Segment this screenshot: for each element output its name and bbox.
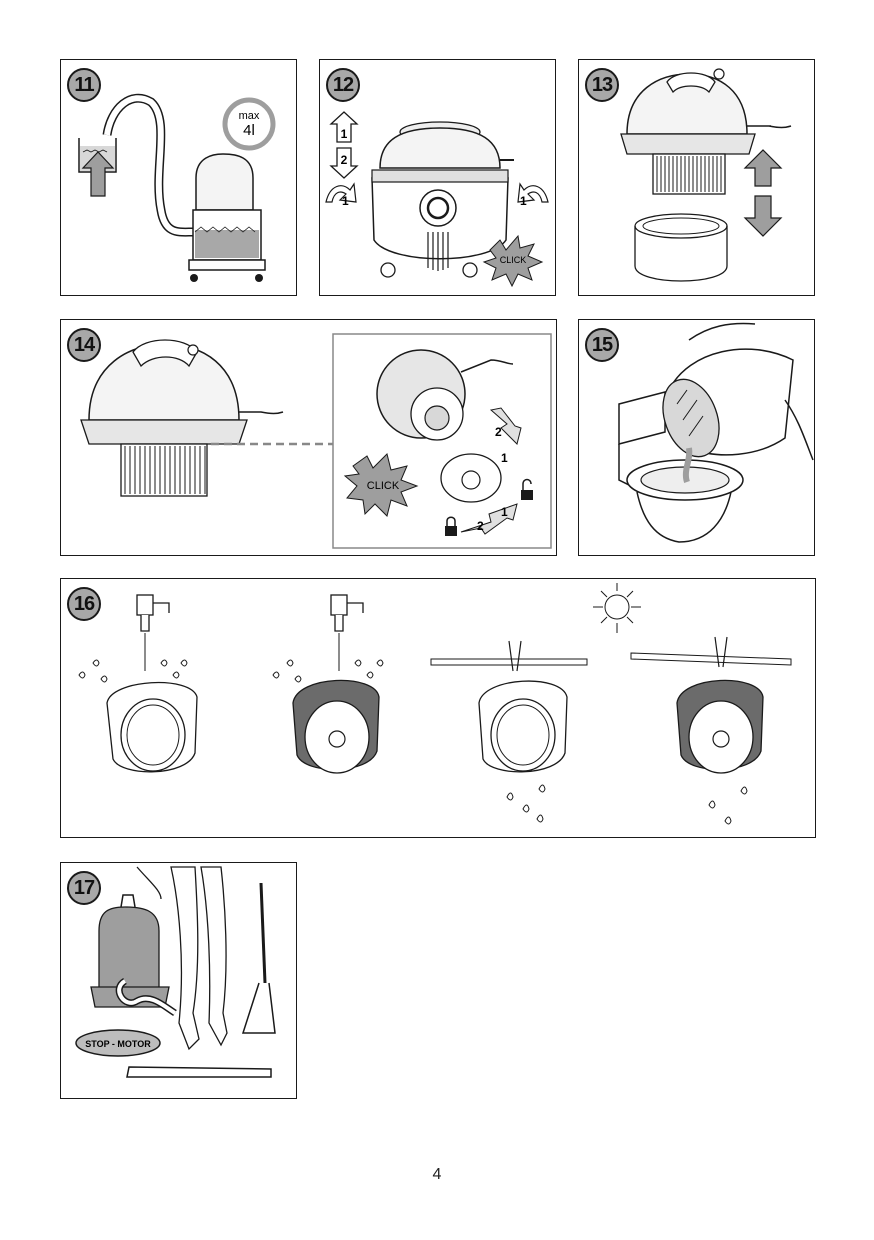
step-13-illustration xyxy=(620,68,792,282)
step-12-panel: 12 1 2 1 1 CLICK xyxy=(319,59,556,296)
step-17-illustration: STOP - MOTOR xyxy=(75,866,276,1078)
right-clip-label: 1 xyxy=(520,194,527,208)
step-14-panel: 14 2 1 1 2 CLICK xyxy=(60,319,557,556)
water-tap-icon xyxy=(330,594,364,671)
volume-label: 4l xyxy=(243,122,255,139)
step-number-badge: 14 xyxy=(67,328,101,362)
left-clip-label: 1 xyxy=(342,194,349,208)
step-number-badge: 13 xyxy=(585,68,619,102)
step-11-panel: 11 max 4l xyxy=(60,59,297,296)
step-15-panel: 15 xyxy=(578,319,815,556)
stop-motor-label: STOP - MOTOR xyxy=(85,1039,151,1049)
click-label: CLICK xyxy=(367,480,400,492)
unlocked-padlock-icon xyxy=(521,490,533,500)
step-number-badge: 16 xyxy=(67,587,101,621)
water-tap-icon xyxy=(136,594,170,671)
arrow-down-label: 2 xyxy=(341,153,348,167)
step-number-badge: 12 xyxy=(326,68,360,102)
arrow-up-label: 1 xyxy=(341,127,348,141)
rotate-bottom-2-label: 2 xyxy=(477,519,484,533)
step-11-illustration: max 4l xyxy=(78,93,276,282)
step-13-panel: 13 xyxy=(578,59,815,296)
step-15-illustration xyxy=(618,322,814,543)
max-label: max xyxy=(239,110,260,122)
locked-padlock-icon xyxy=(445,526,457,536)
rotate-top-2-label: 1 xyxy=(501,451,508,465)
step-number-badge: 11 xyxy=(67,68,101,102)
click-label: CLICK xyxy=(500,255,527,265)
step-12-illustration: 1 2 1 1 CLICK xyxy=(325,111,549,288)
step-14-illustration: 2 1 1 2 CLICK xyxy=(80,333,552,549)
step-17-panel: 17 STOP - MOTOR xyxy=(60,862,297,1099)
rotate-top-1-label: 2 xyxy=(495,425,502,439)
step-number-badge: 15 xyxy=(585,328,619,362)
step-16-illustration xyxy=(78,583,792,825)
step-number-badge: 17 xyxy=(67,871,101,905)
rotate-bottom-1-label: 1 xyxy=(501,505,508,519)
sun-icon xyxy=(593,583,641,633)
step-16-panel: 16 xyxy=(60,578,816,838)
page-number: 4 xyxy=(432,1166,442,1183)
